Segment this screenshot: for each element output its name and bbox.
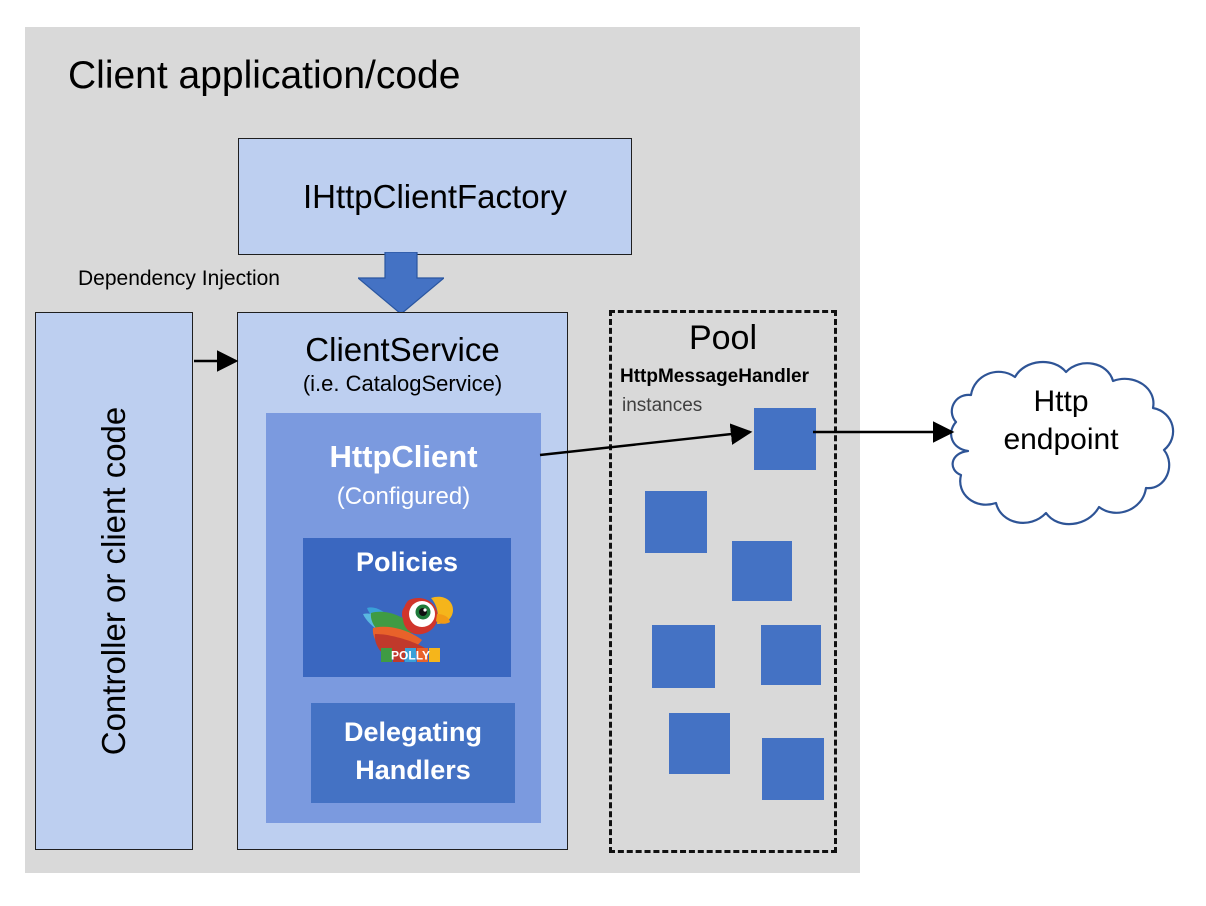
polly-parrot-logo: POLLY [363, 596, 453, 663]
ihttpclientfactory-box[interactable]: IHttpClientFactory [238, 138, 632, 255]
pool-instance-3[interactable] [732, 541, 792, 601]
pool-instance-2[interactable] [645, 491, 707, 553]
pool-subtitle-bold: HttpMessageHandler [620, 366, 809, 387]
controller-or-client-code-box[interactable]: Controller or client code [35, 312, 193, 850]
pool-instance-6[interactable] [669, 713, 730, 774]
pool-instance-active[interactable] [754, 408, 816, 470]
http-endpoint-line-2: endpoint [1003, 423, 1119, 457]
ihttpclientfactory-label: IHttpClientFactory [302, 177, 568, 215]
client-application-title: Client application/code [68, 54, 461, 97]
controller-or-client-code-label: Controller or client code [95, 406, 132, 756]
pool-subtitle-regular: instances [622, 395, 703, 416]
http-endpoint-cloud[interactable]: Http endpoint [930, 355, 1192, 535]
http-endpoint-label: Http endpoint [930, 383, 1192, 460]
client-service-subtitle: (i.e. CatalogService) [302, 371, 503, 396]
delegating-handlers-box[interactable]: Delegating Handlers [311, 703, 515, 803]
policies-title: Policies [355, 547, 459, 577]
http-client-subtitle: (Configured) [336, 483, 471, 510]
dependency-injection-arrow [358, 252, 444, 314]
policies-box[interactable]: Policies [303, 538, 511, 677]
pool-instance-4[interactable] [652, 625, 715, 688]
pool-instance-7[interactable] [762, 738, 824, 800]
dependency-injection-label: Dependency Injection [78, 267, 280, 290]
svg-text:POLLY: POLLY [391, 649, 430, 663]
delegating-handlers-line-2: Handlers [355, 755, 471, 785]
http-client-title: HttpClient [329, 439, 478, 474]
http-client-box[interactable]: HttpClient (Configured) Policies [266, 413, 541, 823]
http-endpoint-line-1: Http [1033, 385, 1089, 418]
client-service-title: ClientService [305, 331, 500, 368]
pool-title: Pool [688, 319, 758, 357]
pool-box: Pool HttpMessageHandler instances [609, 310, 837, 853]
delegating-handlers-line-1: Delegating [343, 717, 483, 747]
cloud-shape-icon [950, 360, 1175, 526]
pool-instance-5[interactable] [761, 625, 821, 685]
client-service-box[interactable]: ClientService (i.e. CatalogService) Http… [237, 312, 568, 850]
